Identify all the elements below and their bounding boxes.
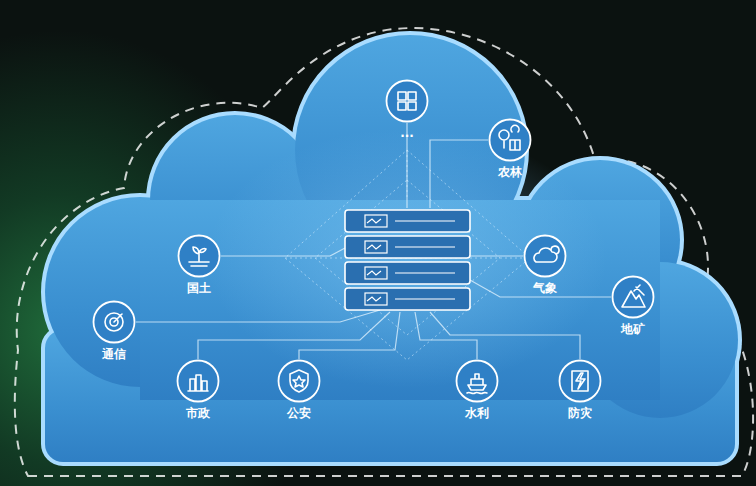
- icon-circle: [455, 359, 499, 403]
- icon-node: ...: [367, 79, 447, 149]
- cloud-rim: [45, 35, 738, 462]
- node-label: ...: [367, 126, 447, 140]
- cloud-body: [45, 35, 738, 462]
- icon-node: 市政: [158, 359, 238, 429]
- node-label: 市政: [158, 406, 238, 420]
- icon-circle: [176, 359, 220, 403]
- icon-node: 国土: [159, 234, 239, 304]
- dashed-outline: [15, 28, 753, 476]
- icon-circle: [177, 234, 221, 278]
- icon-circle: [611, 275, 655, 319]
- icon-circle: [277, 359, 321, 403]
- icon-node: 水利: [437, 359, 517, 429]
- icon-circle: [92, 300, 136, 344]
- node-label: 国土: [159, 281, 239, 295]
- server-stack: [345, 210, 470, 310]
- icon-node: 农林: [470, 118, 550, 188]
- icon-circle: [385, 79, 429, 123]
- node-label: 公安: [259, 406, 339, 420]
- icon-node: 防灾: [540, 359, 620, 429]
- icon-node: 气象: [505, 234, 585, 304]
- node-label: 气象: [505, 281, 585, 295]
- icon-node: 通信: [74, 300, 154, 370]
- icon-circle: [488, 118, 532, 162]
- icon-node: 地矿: [593, 275, 673, 345]
- node-label: 通信: [74, 347, 154, 361]
- node-label: 防灾: [540, 406, 620, 420]
- node-label: 水利: [437, 406, 517, 420]
- icon-circle: [558, 359, 602, 403]
- icon-circle: [523, 234, 567, 278]
- node-label: 农林: [470, 165, 550, 179]
- node-label: 地矿: [593, 322, 673, 336]
- icon-node: 公安: [259, 359, 339, 429]
- wires: [136, 123, 611, 359]
